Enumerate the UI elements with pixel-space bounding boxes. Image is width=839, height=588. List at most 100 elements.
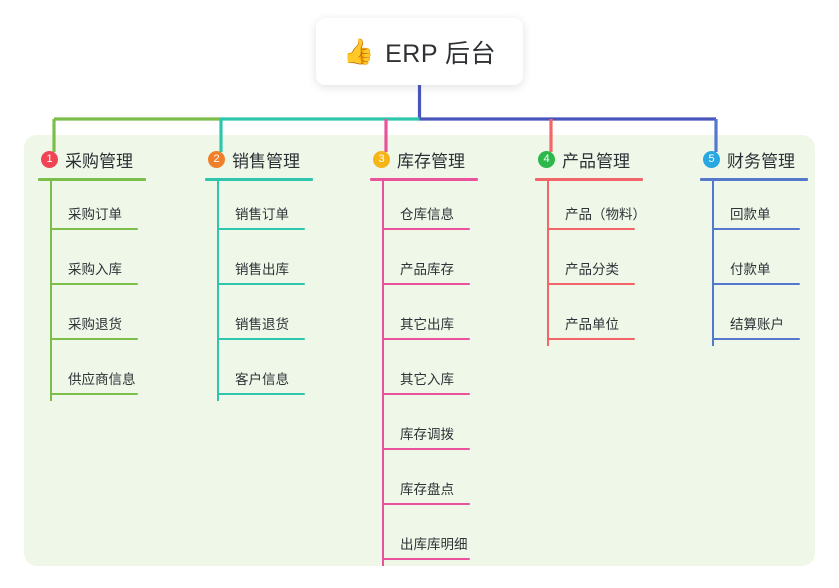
leaf-label: 采购订单 <box>68 207 122 222</box>
branch-rule-5 <box>700 178 808 181</box>
leaf-rule <box>217 338 305 340</box>
leaf-rule <box>382 393 470 395</box>
leaf-item[interactable]: 库存盘点 <box>370 456 478 511</box>
branch-badge-2: 2 <box>208 150 225 168</box>
leaf-rule <box>217 283 305 285</box>
branch-spine-5 <box>712 181 714 346</box>
branch-header-4[interactable]: 4 产品管理 <box>535 146 643 172</box>
branch-header-3[interactable]: 3 库存管理 <box>370 146 478 172</box>
leaf-label: 采购入库 <box>68 262 122 277</box>
branch-column-4: 4 产品管理产品（物料） 产品分类产品单位 <box>535 146 646 346</box>
leaf-label: 销售订单 <box>235 207 289 222</box>
leaf-label: 客户信息 <box>235 372 289 387</box>
leaf-item[interactable]: 库存调拨 <box>370 401 478 456</box>
leaf-item[interactable]: 回款单 <box>700 181 808 236</box>
leaf-rule <box>712 228 800 230</box>
root-node[interactable]: 👍 ERP 后台 <box>316 18 523 85</box>
thumbs-up-icon: 👍 <box>342 38 375 66</box>
leaf-label: 库存调拨 <box>400 427 454 442</box>
branch-items-5: 回款单付款单结算账户 <box>700 181 808 346</box>
leaf-rule <box>382 283 470 285</box>
branch-column-3: 3 库存管理仓库信息产品库存其它出库其它入库库存调拨库存盘点出库库明细 <box>370 146 478 566</box>
leaf-label: 仓库信息 <box>400 207 454 222</box>
leaf-item[interactable]: 销售退货 <box>205 291 313 346</box>
branch-badge-1: 1 <box>41 150 58 168</box>
branch-title-4: 产品管理 <box>562 151 630 171</box>
branch-spine-1 <box>50 181 52 401</box>
branch-items-4: 产品（物料） 产品分类产品单位 <box>535 181 646 346</box>
branch-spine-2 <box>217 181 219 401</box>
leaf-item[interactable]: 销售出库 <box>205 236 313 291</box>
leaf-rule <box>547 338 635 340</box>
leaf-rule <box>217 228 305 230</box>
leaf-label: 其它入库 <box>400 372 454 387</box>
branch-column-1: 1 采购管理采购订单采购入库采购退货供应商信息 <box>38 146 146 401</box>
leaf-item[interactable]: 其它入库 <box>370 346 478 401</box>
leaf-rule <box>382 558 470 560</box>
leaf-item[interactable]: 仓库信息 <box>370 181 478 236</box>
leaf-rule <box>382 448 470 450</box>
leaf-label: 产品分类 <box>565 262 619 277</box>
leaf-rule <box>547 283 635 285</box>
leaf-rule <box>50 338 138 340</box>
branch-rule-4 <box>535 178 643 181</box>
branch-title-2: 销售管理 <box>232 151 300 171</box>
leaf-label: 产品（物料） <box>565 207 646 222</box>
branch-spine-3 <box>382 181 384 566</box>
branch-rule-1 <box>38 178 146 181</box>
leaf-rule <box>382 503 470 505</box>
branch-rule-3 <box>370 178 478 181</box>
leaf-item[interactable]: 产品（物料） <box>535 181 646 236</box>
branch-badge-3: 3 <box>373 150 390 168</box>
branch-column-2: 2 销售管理销售订单销售出库销售退货客户信息 <box>205 146 313 401</box>
leaf-item[interactable]: 采购退货 <box>38 291 146 346</box>
branch-badge-5: 5 <box>703 150 720 168</box>
leaf-item[interactable]: 供应商信息 <box>38 346 146 401</box>
leaf-label: 销售退货 <box>235 317 289 332</box>
leaf-label: 付款单 <box>730 262 771 277</box>
leaf-item[interactable]: 结算账户 <box>700 291 808 346</box>
leaf-item[interactable]: 付款单 <box>700 236 808 291</box>
branch-header-2[interactable]: 2 销售管理 <box>205 146 313 172</box>
leaf-item[interactable]: 销售订单 <box>205 181 313 236</box>
leaf-item[interactable]: 产品库存 <box>370 236 478 291</box>
leaf-item[interactable]: 产品单位 <box>535 291 643 346</box>
leaf-item[interactable]: 客户信息 <box>205 346 313 401</box>
diagram-canvas <box>24 135 815 566</box>
branch-title-1: 采购管理 <box>65 151 133 171</box>
branch-spine-4 <box>547 181 549 346</box>
leaf-label: 供应商信息 <box>68 372 136 387</box>
leaf-rule <box>50 228 138 230</box>
branch-items-2: 销售订单销售出库销售退货客户信息 <box>205 181 313 401</box>
root-title: ERP 后台 <box>385 39 497 68</box>
leaf-item[interactable]: 采购入库 <box>38 236 146 291</box>
branch-header-1[interactable]: 1 采购管理 <box>38 146 146 172</box>
branch-title-3: 库存管理 <box>397 151 465 171</box>
leaf-label: 库存盘点 <box>400 482 454 497</box>
branch-items-3: 仓库信息产品库存其它出库其它入库库存调拨库存盘点出库库明细 <box>370 181 478 566</box>
leaf-rule <box>712 283 800 285</box>
branch-badge-4: 4 <box>538 150 555 168</box>
leaf-rule <box>712 338 800 340</box>
leaf-rule <box>547 228 635 230</box>
leaf-item[interactable]: 产品分类 <box>535 236 643 291</box>
leaf-label: 出库库明细 <box>400 537 468 552</box>
leaf-label: 产品单位 <box>565 317 619 332</box>
leaf-item[interactable]: 其它出库 <box>370 291 478 346</box>
leaf-label: 回款单 <box>730 207 771 222</box>
leaf-label: 其它出库 <box>400 317 454 332</box>
leaf-item[interactable]: 出库库明细 <box>370 511 478 566</box>
leaf-label: 采购退货 <box>68 317 122 332</box>
leaf-rule <box>50 393 138 395</box>
leaf-rule <box>217 393 305 395</box>
leaf-rule <box>382 228 470 230</box>
leaf-label: 结算账户 <box>730 317 784 332</box>
branch-rule-2 <box>205 178 313 181</box>
leaf-label: 销售出库 <box>235 262 289 277</box>
branch-items-1: 采购订单采购入库采购退货供应商信息 <box>38 181 146 401</box>
leaf-label: 产品库存 <box>400 262 454 277</box>
leaf-item[interactable]: 采购订单 <box>38 181 146 236</box>
